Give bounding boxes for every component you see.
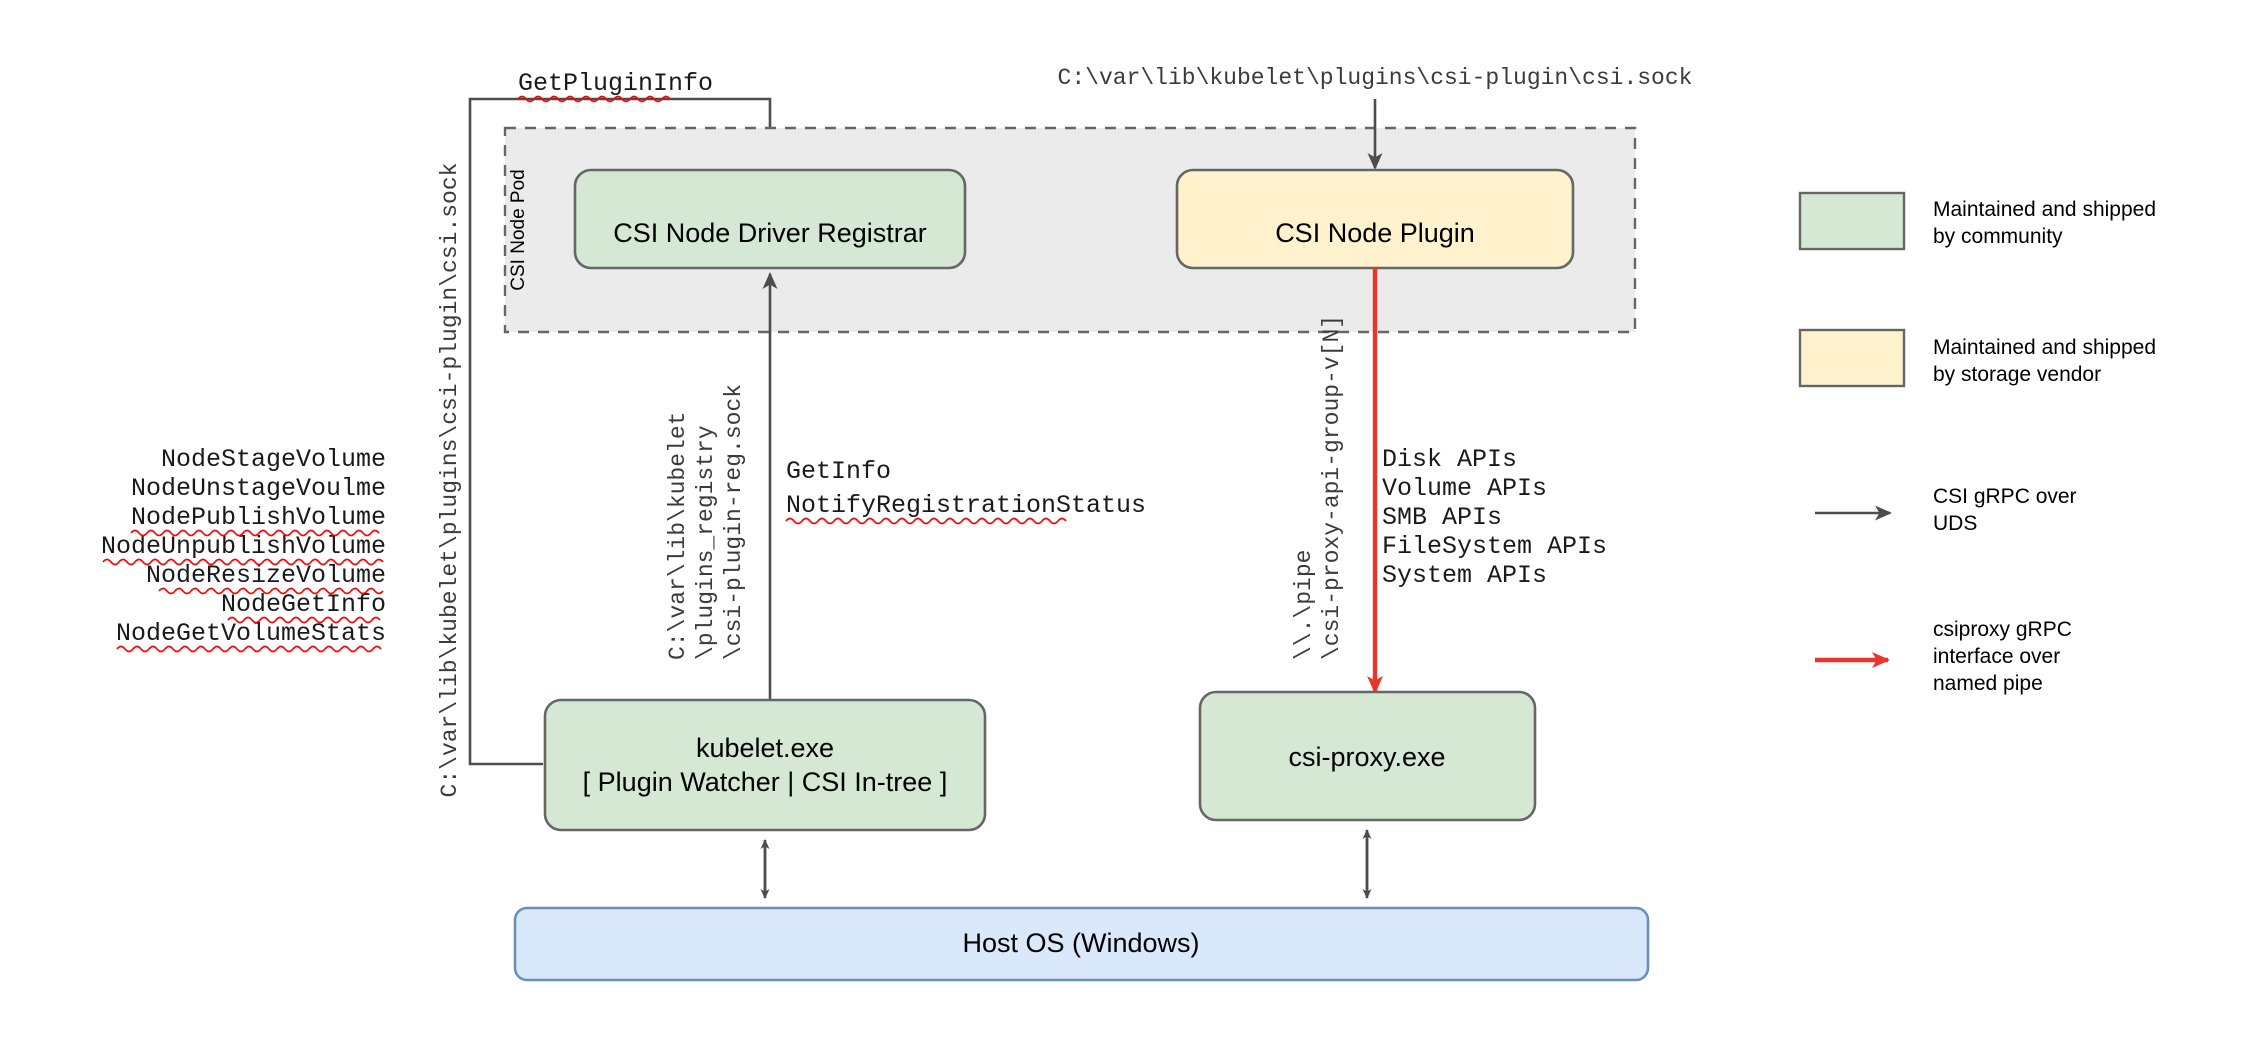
spell-underline-node-api-3 [102,558,384,566]
named-pipe-line-2: \csi-proxy-api-group-v[N] [1319,315,1345,660]
csi-node-driver-registrar-label: CSI Node Driver Registrar [613,218,927,248]
get-plugin-info-label: GetPluginInfo [518,69,713,98]
spell-underline-node-api-2 [130,529,380,537]
legend-csiproxy-line2: interface over [1933,645,2060,668]
spell-underline-get-plugin-info [517,95,671,103]
spell-underline-node-api-4 [158,587,384,595]
csi-sock-path-vertical-label: C:\var\lib\kubelet\plugins\csi-plugin\cs… [437,163,463,798]
node-api-list: NodeStageVolume NodeUnstageVoulme NodePu… [101,445,386,653]
proxy-api-item-2: SMB APIs [1382,503,1502,532]
spell-underline-notify-registration-status [785,517,1067,525]
host-os-box[interactable] [513,906,1650,982]
node-api-item-4: NodeResizeVolume [146,561,386,590]
legend-csiproxy-line1: csiproxy gRPC [1933,618,2072,641]
proxy-api-item-1: Volume APIs [1382,474,1547,503]
kubelet-box[interactable] [543,698,987,832]
node-api-item-3: NodeUnpublishVolume [101,532,386,561]
proxy-api-item-3: FileSystem APIs [1382,532,1607,561]
legend-csi-grpc-line2: UDS [1933,512,1977,535]
proxy-api-item-4: System APIs [1382,561,1547,590]
node-api-item-0: NodeStageVolume [161,445,386,474]
kubelet-label-line1: kubelet.exe [696,733,834,763]
legend-csiproxy-line3: named pipe [1933,672,2043,695]
node-api-item-2: NodePublishVolume [131,503,386,532]
legend-vendor-line1: Maintained and shipped [1933,336,2156,359]
node-api-item-5: NodeGetInfo [221,590,386,619]
proxy-api-list: Disk APIs Volume APIs SMB APIs FileSyste… [1382,445,1607,590]
legend-swatch-vendor [1798,328,1906,388]
registry-path-line-2: \plugins_registry [693,425,719,660]
csi-proxy-label: csi-proxy.exe [1288,742,1445,772]
csi-sock-path-top-label: C:\var\lib\kubelet\plugins\csi-plugin\cs… [1058,65,1693,91]
named-pipe-line-1: \\.\pipe [1291,550,1317,660]
legend-vendor-line2: by storage vendor [1933,363,2101,386]
host-os-label: Host OS (Windows) [962,928,1199,958]
legend-community-line2: by community [1933,225,2063,248]
node-api-item-6: NodeGetVolumeStats [116,619,386,648]
registration-call-1: NotifyRegistrationStatus [786,491,1146,520]
csi-proxy-box[interactable] [1198,690,1537,822]
registry-path-line-1: C:\var\lib\kubelet [665,412,691,660]
kubelet-label-line2: [ Plugin Watcher | CSI In-tree ] [583,767,948,797]
legend-community-line1: Maintained and shipped [1933,198,2156,221]
node-api-item-1: NodeUnstageVoulme [131,474,386,503]
legend-swatch-community [1798,191,1906,251]
registration-call-0: GetInfo [786,457,891,486]
csi-node-plugin-label: CSI Node Plugin [1275,218,1475,248]
csi-node-driver-registrar-box[interactable] [573,168,967,270]
registry-path-line-3: \csi-plugin-reg.sock [721,384,747,660]
get-plugin-info-connector [468,97,775,766]
legend-csi-grpc-line1: CSI gRPC over [1933,485,2077,508]
csi-node-pod-label: CSI Node Pod [508,169,529,290]
spell-underline-node-api-5 [227,616,381,624]
proxy-api-item-0: Disk APIs [1382,445,1517,474]
spell-underline-node-api-6 [116,645,382,653]
